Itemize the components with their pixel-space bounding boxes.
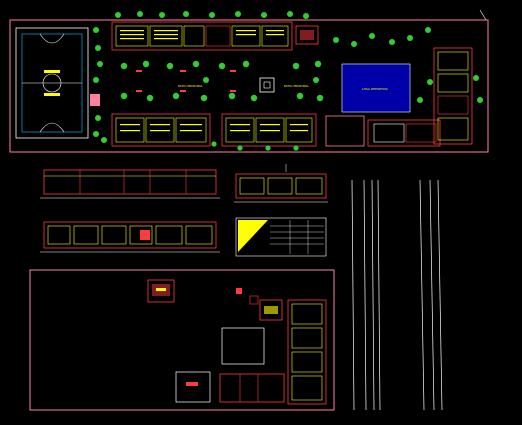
elevation-1: [40, 169, 220, 199]
classroom-block-bottom-left: [111, 113, 211, 147]
right-service-block: [433, 47, 473, 145]
small-pavilion: [295, 25, 319, 45]
patio-label-left: PATIO PRINCIPAL: [178, 84, 203, 88]
elevation-2: [40, 221, 220, 253]
classroom-block-bottom-right: [221, 113, 317, 147]
elevation-3: [234, 164, 328, 203]
patio-label-right: PATIO PRINCIPAL: [284, 84, 309, 88]
sports-court: [15, 27, 89, 139]
courtyard-benches: [136, 70, 236, 92]
site-plan: PATIO PRINCIPAL PATIO PRINCIPAL: [9, 9, 489, 153]
site-boundary: [9, 19, 489, 153]
section-table: [235, 217, 327, 257]
road-lines: [351, 179, 443, 411]
floor-plan: [29, 269, 335, 411]
admin-block: [325, 115, 365, 147]
tree-row-top: [115, 11, 309, 19]
floor-plan-boundary: [29, 269, 335, 411]
tree-row-bottom: [211, 141, 299, 151]
sports-slab: [341, 63, 411, 113]
floor-plan-wing: [287, 299, 327, 405]
tree-grid-middle: [120, 60, 324, 102]
central-monument: [259, 77, 275, 93]
losa-label: LOSA DEPORTIVA: [362, 87, 389, 91]
tree-row-left: [91, 27, 107, 143]
garden-patch: [90, 94, 100, 106]
classroom-block-top: [111, 21, 293, 51]
tree-row-right: [333, 27, 483, 103]
